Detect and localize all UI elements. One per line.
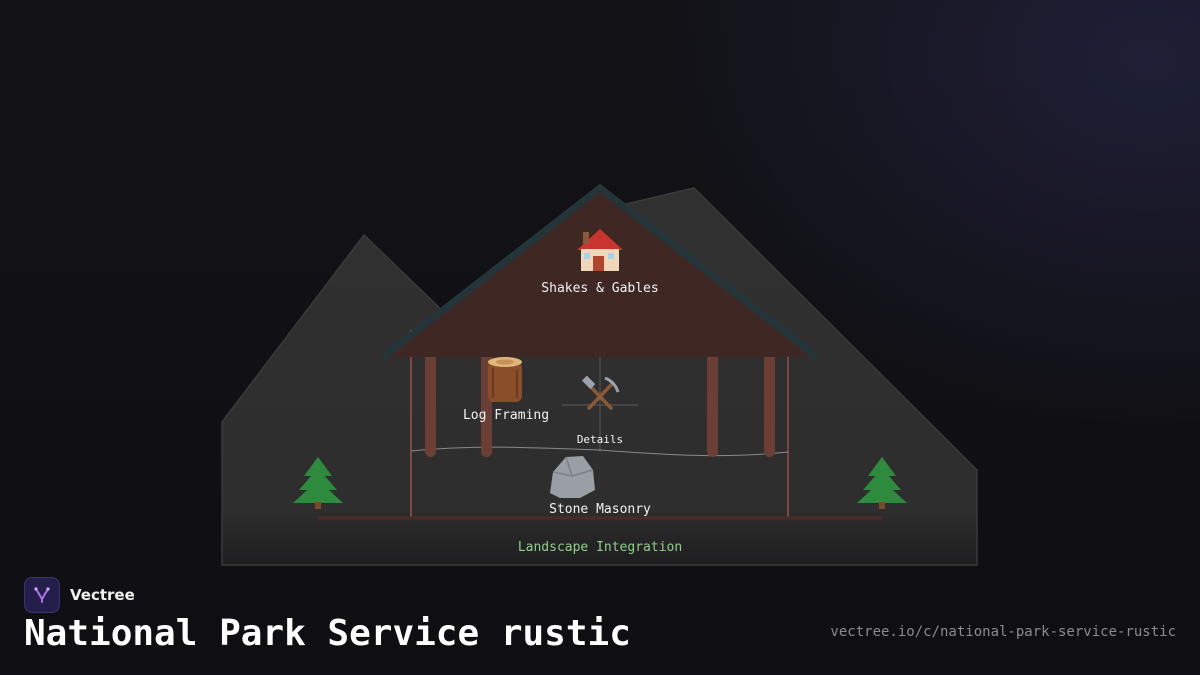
rock-icon [550,456,595,498]
framing-label: Log Framing [463,408,549,423]
ground-contour-line [410,446,789,457]
roof-label: Shakes & Gables [541,281,658,296]
page-title: National Park Service rustic [24,613,631,654]
vectree-logo-icon [24,577,60,613]
details-label: Details [577,433,623,446]
evergreen-tree-icon [293,457,343,509]
brand-name: Vectree [70,586,135,604]
page-url-link[interactable]: vectree.io/c/national-park-service-rusti… [830,624,1176,640]
log-post [764,345,775,457]
hammer-pick-icon [581,375,620,410]
log-post [707,345,718,457]
roof-edge [380,183,820,360]
evergreen-tree-icon [857,457,907,509]
masonry-label: Stone Masonry [549,502,651,517]
brand: Vectree [24,577,135,613]
log-icon [488,357,522,402]
log-post [425,345,436,457]
landscape-label: Landscape Integration [518,540,682,555]
gable-roof [383,188,817,357]
house-icon [577,229,623,271]
